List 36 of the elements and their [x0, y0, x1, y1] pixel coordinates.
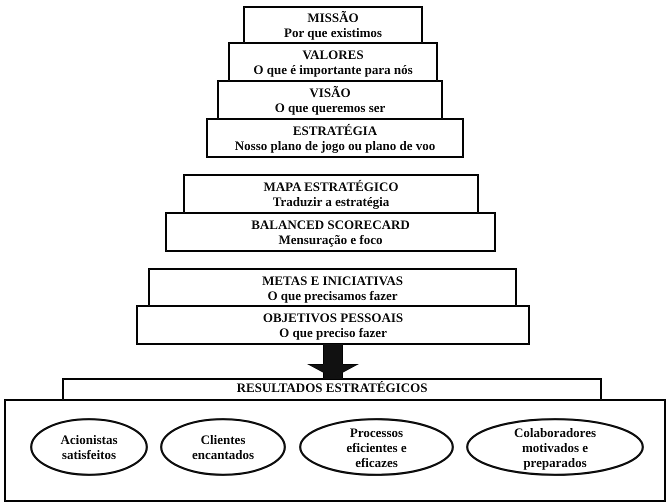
box-title: RESULTADOS ESTRATÉGICOS	[236, 380, 428, 395]
box-subtitle: Por que existimos	[284, 25, 382, 40]
box-title: ESTRATÉGIA	[292, 123, 378, 138]
box-title: MISSÃO	[307, 10, 359, 25]
box-subtitle: O que é importante para nós	[253, 62, 413, 77]
box-title: VISÃO	[309, 85, 351, 100]
box-title: METAS E INICIATIVAS	[262, 273, 403, 288]
ellipse-label: Processos eficientes e eficazes	[345, 424, 408, 470]
results-panel	[4, 399, 666, 502]
step-box	[228, 42, 438, 82]
result-ellipse	[30, 418, 148, 476]
box-title: MAPA ESTRATÉGICO	[264, 179, 398, 194]
step-box	[243, 6, 423, 44]
step-box	[183, 174, 479, 214]
ellipse-label: Clientes encantados	[190, 432, 256, 462]
box-subtitle: O que queremos ser	[274, 100, 386, 115]
ellipse-label: Colaboradores motivados e preparados	[512, 424, 598, 470]
box-subtitle: O que preciso fazer	[279, 325, 387, 340]
ellipse-label: Acionistas satisfeitos	[59, 432, 119, 462]
block-arrow	[307, 345, 359, 378]
result-ellipse	[466, 418, 644, 476]
box-subtitle: Nosso plano de jogo ou plano de voo	[234, 138, 436, 153]
step-box	[217, 80, 443, 120]
box-title: VALORES	[302, 47, 364, 62]
step-box	[206, 118, 464, 158]
box-title: OBJETIVOS PESSOAIS	[262, 310, 404, 325]
step-box	[62, 378, 602, 401]
step-box	[165, 212, 496, 252]
step-box	[148, 268, 517, 308]
result-ellipse	[160, 418, 286, 476]
step-box	[136, 305, 530, 345]
box-subtitle: O que precisamos fazer	[267, 288, 398, 303]
box-subtitle: Mensuração e foco	[278, 232, 382, 247]
result-ellipse	[299, 418, 454, 476]
box-title: BALANCED SCORECARD	[251, 217, 410, 232]
box-subtitle: Traduzir a estratégia	[272, 194, 390, 209]
